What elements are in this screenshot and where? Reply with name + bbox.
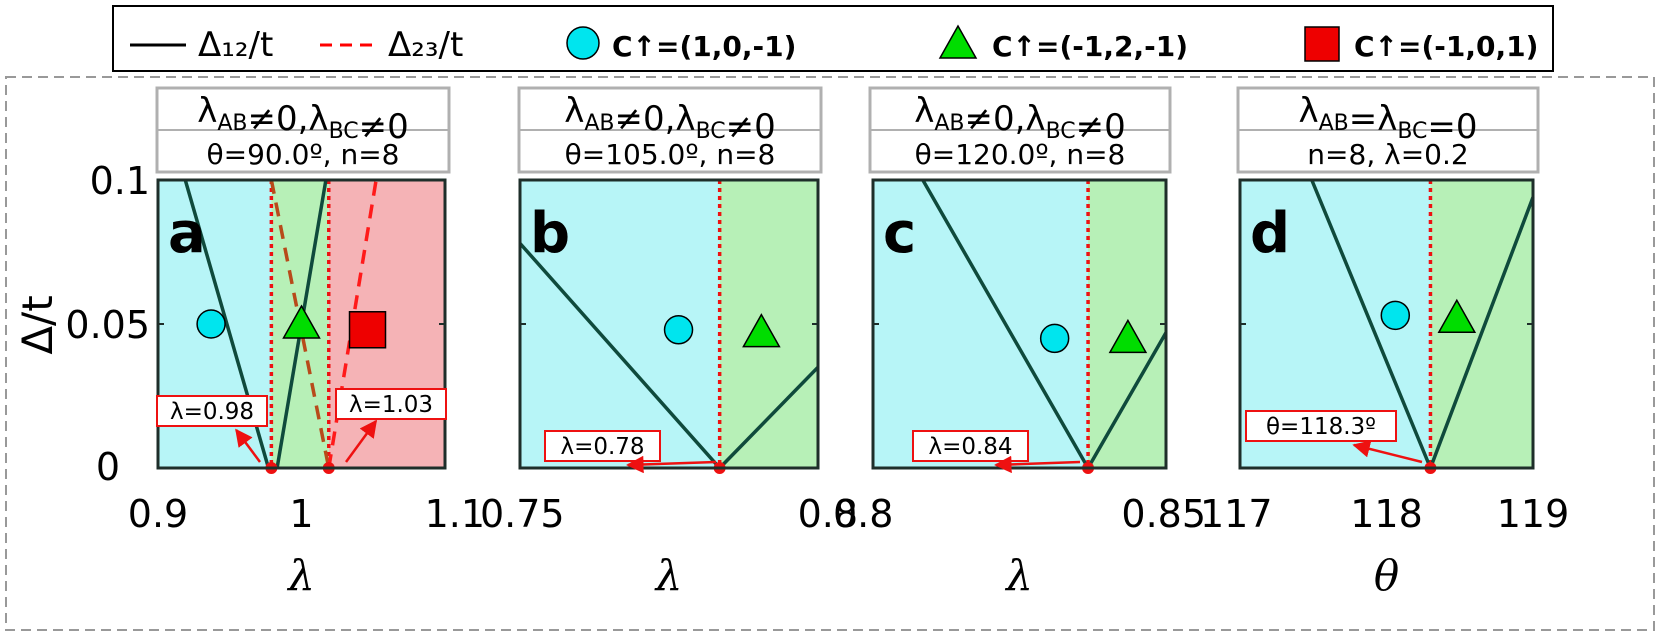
panel-c-header-line1: λAB≠0,λBC≠0	[914, 91, 1126, 147]
panel-b-x-tick-label-1: 0.8	[798, 492, 858, 536]
panel-a-transition-arrow-0	[235, 428, 262, 463]
panel-d-transition-label-box-0	[1245, 410, 1397, 442]
legend-square-marker	[1304, 26, 1340, 62]
panel-c-x-tick-label-1: 0.85	[1121, 492, 1206, 536]
panel-c-transition-arrow-0	[994, 455, 1081, 474]
panel-c-transition-label-0: λ=0.84	[928, 434, 1012, 460]
panel-d-x-tick-label-2: 119	[1497, 492, 1570, 536]
panel-b-marker-circle	[663, 315, 694, 345]
legend-label-gap12: Δ₁₂/t	[198, 25, 273, 65]
legend-label-circle: C↑=(1,0,-1)	[612, 30, 796, 63]
panel-b-marker-triangle	[742, 313, 781, 348]
legend-label-triangle: C↑=(-1,2,-1)	[992, 30, 1188, 63]
panel-c-transition-label-box-0	[912, 430, 1029, 462]
panel-a-x-tick-label-2: 1.1	[425, 492, 485, 536]
panel-b-x-axis-label: λ	[654, 551, 683, 600]
panel-a-transition-arrow-1	[344, 419, 378, 463]
panel-d: λAB=λBC=0n=8, λ=0.2 d θ=118.3º 117 118 119 θ	[1200, 86, 1570, 600]
y-axis-label: Δ/t	[13, 295, 62, 354]
panel-a-x-tick-label-0: 0.9	[128, 492, 188, 536]
panel-c-header-line2: θ=120.0º, n=8	[915, 138, 1126, 171]
panel-b-header-line1: λAB≠0,λBC≠0	[564, 91, 776, 147]
panel-a-marker-triangle	[282, 304, 321, 339]
panel-b-x-tick-label-0: 0.75	[480, 492, 565, 536]
panel-a-region-phase3	[328, 180, 445, 468]
panel-a-x-axis-label: λ	[286, 551, 315, 600]
y-tick-label-0.05: 0.05	[65, 303, 150, 347]
panel-d-x-tick-label-0: 117	[1200, 492, 1273, 536]
panel-b-header-line2: θ=105.0º, n=8	[565, 138, 776, 171]
legend-label-gap23: Δ₂₃/t	[388, 25, 463, 65]
panel-b-transition-arrow-0	[626, 455, 717, 474]
panel-d-transition-arrow-0	[1352, 440, 1423, 464]
panel-d-transition-label-0: θ=118.3º	[1266, 414, 1376, 440]
panel-d-header-line1: λAB=λBC=0	[1298, 91, 1477, 147]
panel-d-x-axis-label: θ	[1374, 551, 1399, 600]
panel-a-x-tick-label-1: 1	[289, 492, 313, 536]
panel-c-x-axis-label: λ	[1004, 551, 1033, 600]
y-tick-label-0: 0	[96, 445, 120, 489]
legend-label-square: C↑=(-1,0,1)	[1354, 30, 1538, 63]
panel-b-letter: b	[530, 201, 570, 266]
y-tick-label-0.1: 0.1	[90, 159, 150, 203]
panel-c: λAB≠0,λBC≠0θ=120.0º, n=8 c λ=0.84 0.8 0.85 λ	[833, 86, 1206, 600]
figure-dashed-frame	[5, 76, 1655, 631]
panel-c-marker-triangle	[1108, 318, 1148, 354]
panel-b-transition-label-0: λ=0.78	[560, 434, 644, 460]
panel-d-letter: d	[1250, 201, 1290, 266]
panel-a-transition-label-1: λ=1.03	[349, 392, 433, 418]
panel-d-header-line2: n=8, λ=0.2	[1307, 138, 1468, 171]
panel-a-header-line2: θ=90.0º, n=8	[207, 138, 400, 171]
panel-a-transition-label-0: λ=0.98	[170, 399, 254, 425]
panel-a: λAB≠0,λBC≠0θ=90.0º, n=8a λ=0.98 λ=1.03 0.9 1…	[128, 86, 485, 600]
legend: Δ₁₂/t Δ₂₃/t C↑=(1,0,-1) C↑=(-1,2,-1) C↑=…	[112, 5, 1554, 72]
panel-d-marker-circle	[1380, 300, 1411, 331]
panel-a-transition-label-box-0	[156, 395, 268, 427]
panel-a-letter: a	[168, 201, 206, 266]
panel-d-marker-triangle	[1437, 298, 1477, 333]
panel-b: λAB≠0,λBC≠0θ=105.0º, n=8 b λ=0.78 0.75 0.8 λ	[480, 86, 858, 600]
panel-a-transition-label-box-1	[335, 388, 447, 420]
panel-d-x-tick-label-1: 118	[1350, 492, 1423, 536]
y-axis: 0 0.05 0.1 Δ/t	[13, 159, 150, 489]
panel-b-region-phase2	[719, 180, 818, 468]
panel-a-marker-square	[348, 311, 387, 349]
panel-c-letter: c	[883, 201, 916, 266]
panel-a-marker-circle	[196, 309, 226, 339]
legend-triangle-marker	[938, 24, 978, 59]
legend-circle-marker	[566, 26, 600, 60]
panel-a-header-line1: λAB≠0,λBC≠0	[197, 91, 409, 147]
panel-c-x-tick-label-0: 0.8	[833, 492, 893, 536]
panel-c-marker-circle	[1039, 323, 1070, 354]
